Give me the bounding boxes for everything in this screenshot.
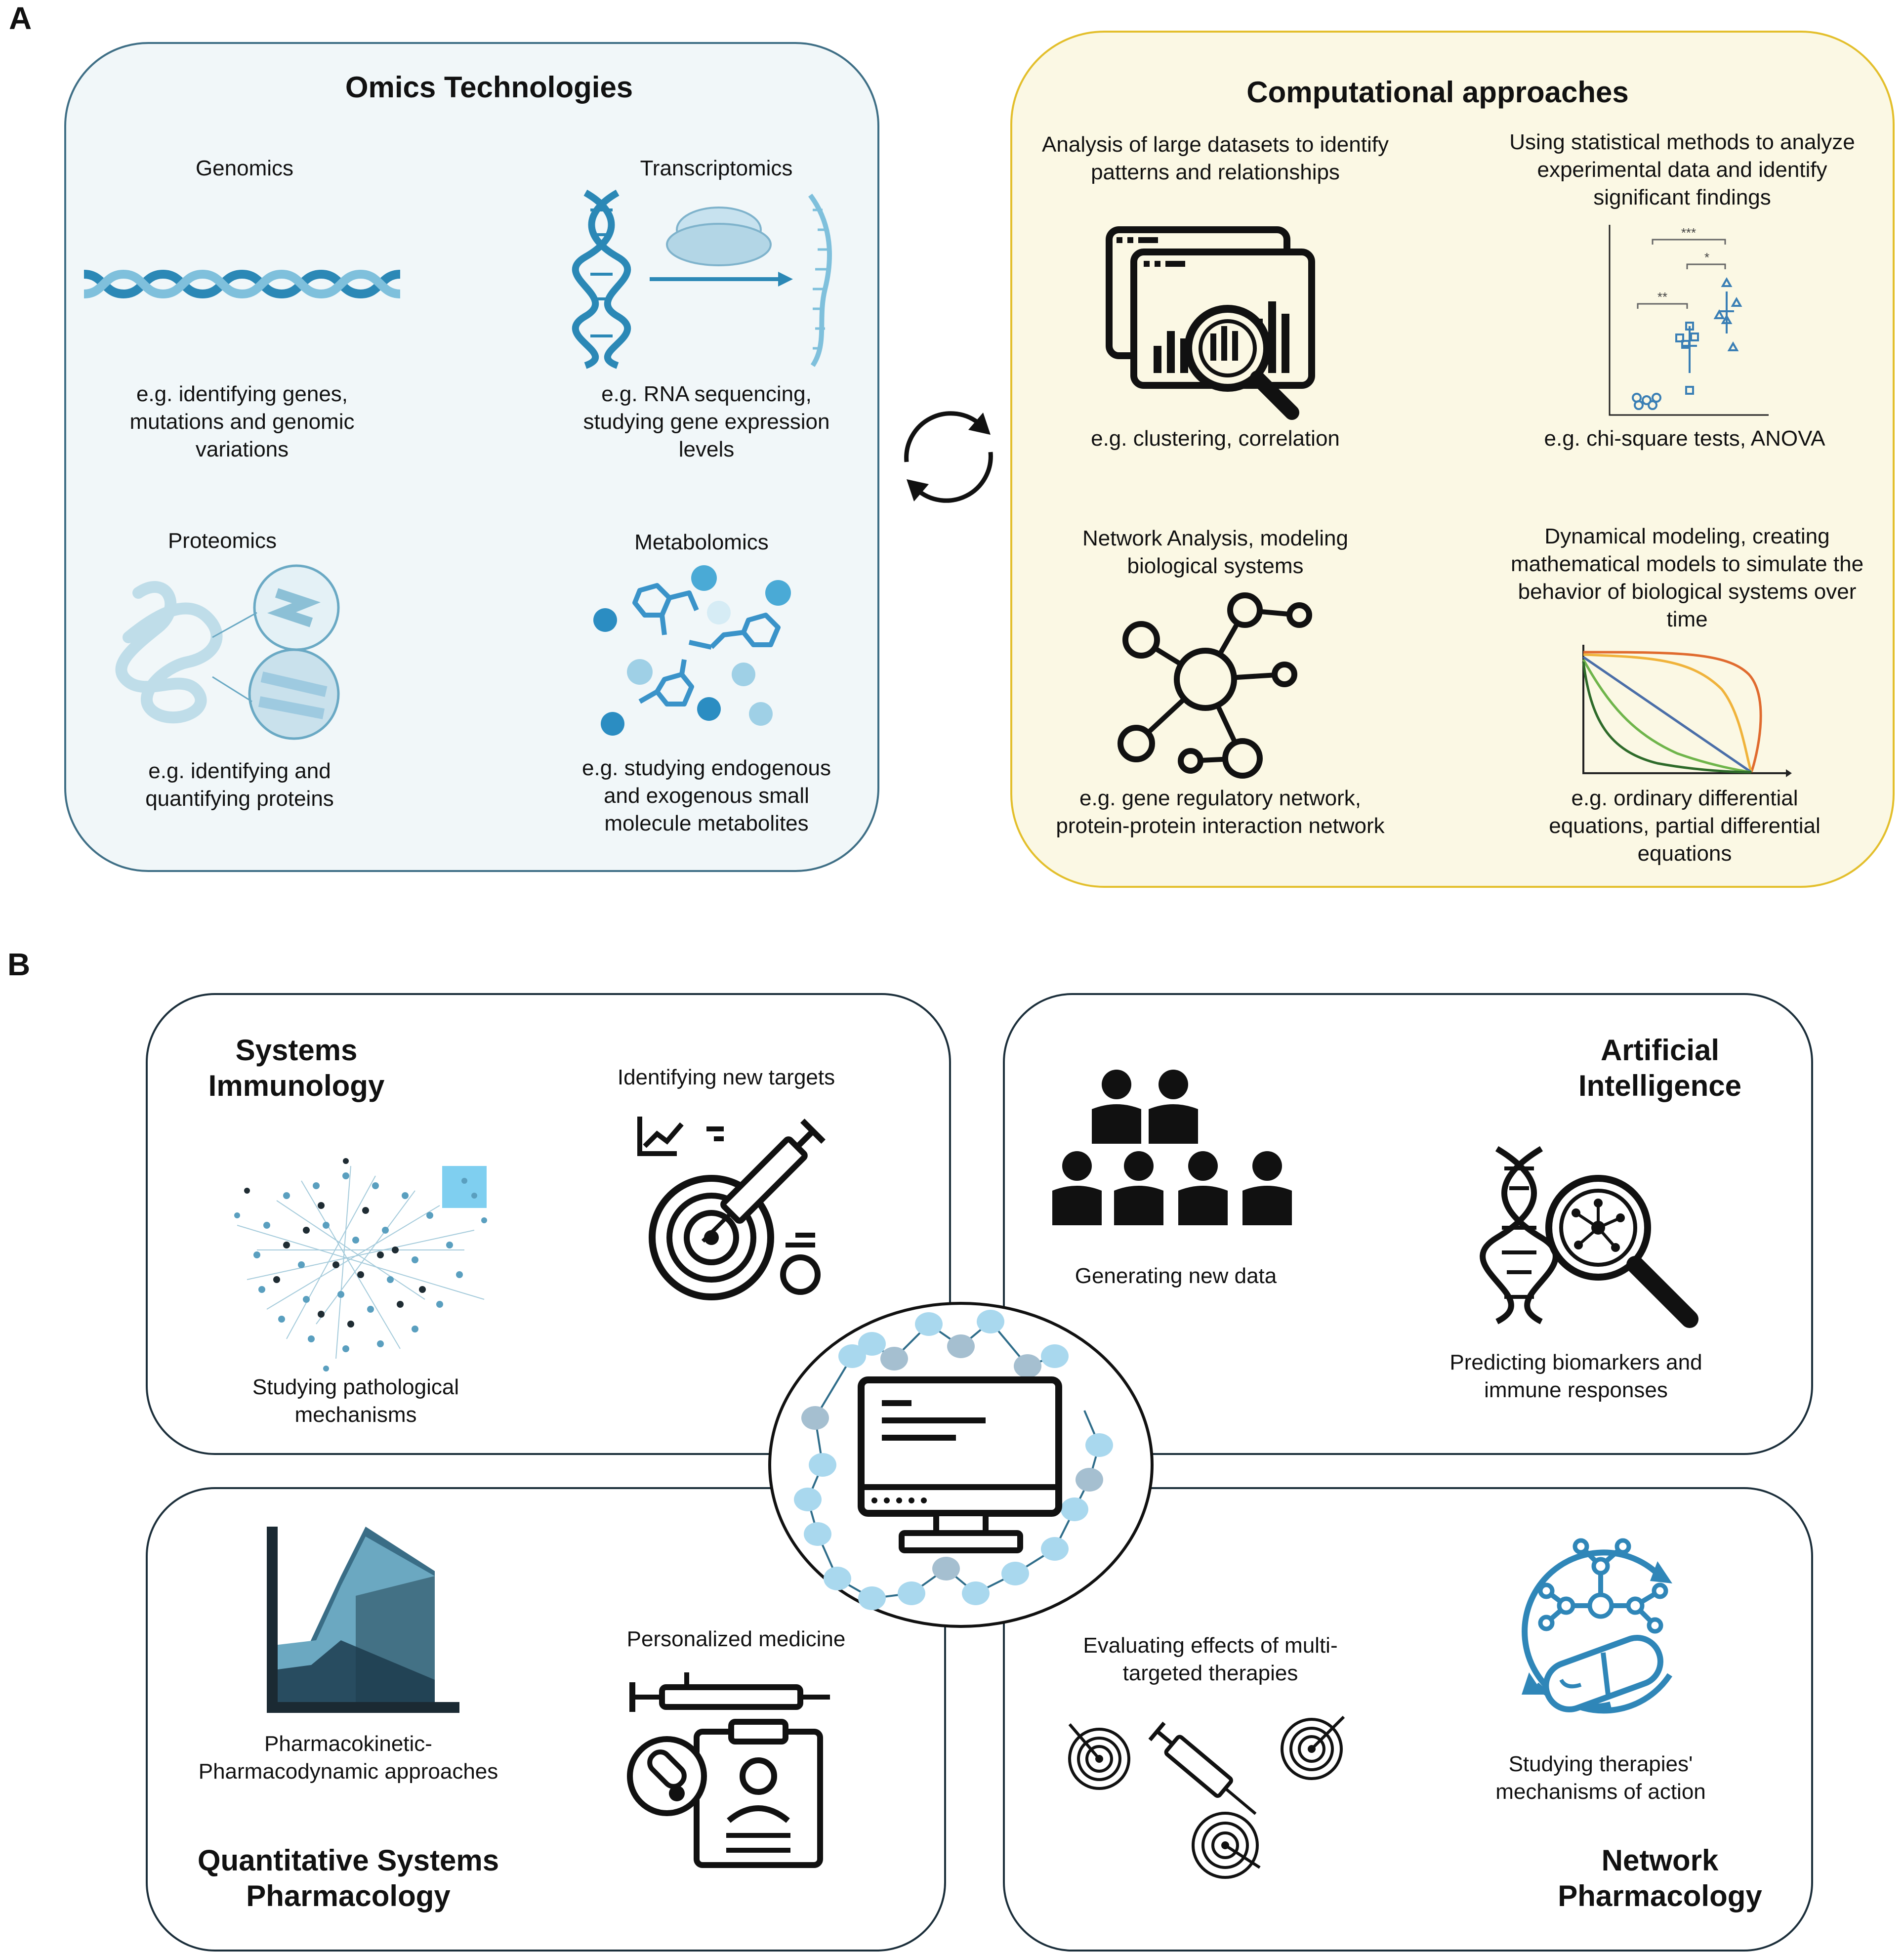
transcriptomics-label: Transcriptomics — [640, 156, 793, 180]
multi-target-icon — [1068, 1715, 1345, 1879]
network-heading: Network Analysis, modeling biological sy… — [1082, 526, 1348, 578]
cycle-arrows-icon — [904, 411, 993, 503]
statistics-heading: Using statistical methods to analyze exp… — [1509, 130, 1855, 209]
dna-magnifier-icon — [1480, 1146, 1698, 1328]
transcriptomics-description: e.g. RNA sequencing, studying gene expre… — [583, 382, 830, 461]
drug-network-icon — [1522, 1538, 1673, 1714]
metabolomics-description: e.g. studying endogenous and exogenous s… — [582, 756, 831, 835]
dynamical-example: e.g. ordinary differential equations, pa… — [1549, 786, 1821, 866]
large-data-example: e.g. clustering, correlation — [1091, 426, 1340, 451]
transcription-icon — [572, 189, 832, 369]
computational-box — [1010, 31, 1895, 888]
dynamical-heading: Dynamical modeling, creating mathematica… — [1510, 524, 1864, 631]
mechanisms-of-action-caption: Studying therapies' mechanisms of action — [1495, 1752, 1706, 1804]
artificial-intelligence-title: Artificial Intelligence — [1578, 1034, 1742, 1102]
pathological-mechanisms-caption: Studying pathological mechanisms — [252, 1375, 459, 1427]
network-pharmacology-box — [1003, 1487, 1813, 1952]
generating-data-caption: Generating new data — [1075, 1264, 1277, 1288]
dynamical-model-icon — [1582, 645, 1792, 777]
sig-mark-double: ** — [1657, 290, 1667, 304]
computational-title: Computational approaches — [1246, 76, 1629, 109]
statistics-example: e.g. chi-square tests, ANOVA — [1544, 426, 1825, 451]
people-group-icon — [1052, 1070, 1292, 1225]
artificial-intelligence-box — [1003, 993, 1813, 1455]
panel-b-label: B — [7, 947, 31, 982]
protein-icon — [115, 564, 340, 740]
data-analysis-icon — [1106, 226, 1315, 420]
predicting-biomarkers-caption: Predicting biomarkers and immune respons… — [1449, 1350, 1702, 1402]
genomics-label: Genomics — [195, 156, 294, 180]
node-ring — [794, 1310, 1113, 1610]
systems-immunology-title: Systems Immunology — [208, 1034, 385, 1102]
proteomics-label: Proteomics — [167, 529, 277, 553]
pk-pd-chart-icon — [267, 1527, 459, 1713]
metabolites-icon — [593, 565, 791, 736]
dna-helix-icon — [83, 269, 401, 299]
personalized-medicine-caption: Personalized medicine — [626, 1627, 846, 1651]
network-pharmacology-title: Network Pharmacology — [1558, 1844, 1762, 1912]
sig-mark-single: * — [1704, 250, 1709, 265]
genomics-description: e.g. identifying genes, mutations and ge… — [129, 382, 355, 461]
metabolomics-label: Metabolomics — [634, 530, 769, 554]
statistics-plot-icon: *** * ** — [1609, 225, 1769, 416]
pk-pd-caption: Pharmacokinetic-Pharmacodynamic approach… — [198, 1732, 498, 1784]
panel-a-label: A — [9, 0, 32, 36]
large-data-heading: Analysis of large datasets to identify p… — [1042, 132, 1389, 184]
immune-network-icon — [234, 1158, 487, 1371]
network-example: e.g. gene regulatory network, protein-pr… — [1056, 786, 1385, 838]
target-syringe-icon — [637, 1117, 826, 1300]
identifying-targets-caption: Identifying new targets — [617, 1065, 835, 1089]
proteomics-description: e.g. identifying and quantifying protein… — [145, 759, 334, 811]
omics-title: Omics Technologies — [345, 71, 633, 104]
personalized-medicine-icon — [627, 1672, 830, 1868]
qsp-box — [146, 1487, 946, 1952]
computer-monitor-icon — [858, 1376, 1062, 1553]
network-icon — [1118, 592, 1312, 779]
sig-mark-triple: *** — [1681, 225, 1696, 240]
qsp-title: Quantitative Systems Pharmacology — [197, 1844, 499, 1912]
omics-box — [64, 42, 879, 872]
systems-immunology-box — [146, 993, 951, 1455]
multi-targeted-caption: Evaluating effects of multi-targeted the… — [1083, 1633, 1338, 1685]
